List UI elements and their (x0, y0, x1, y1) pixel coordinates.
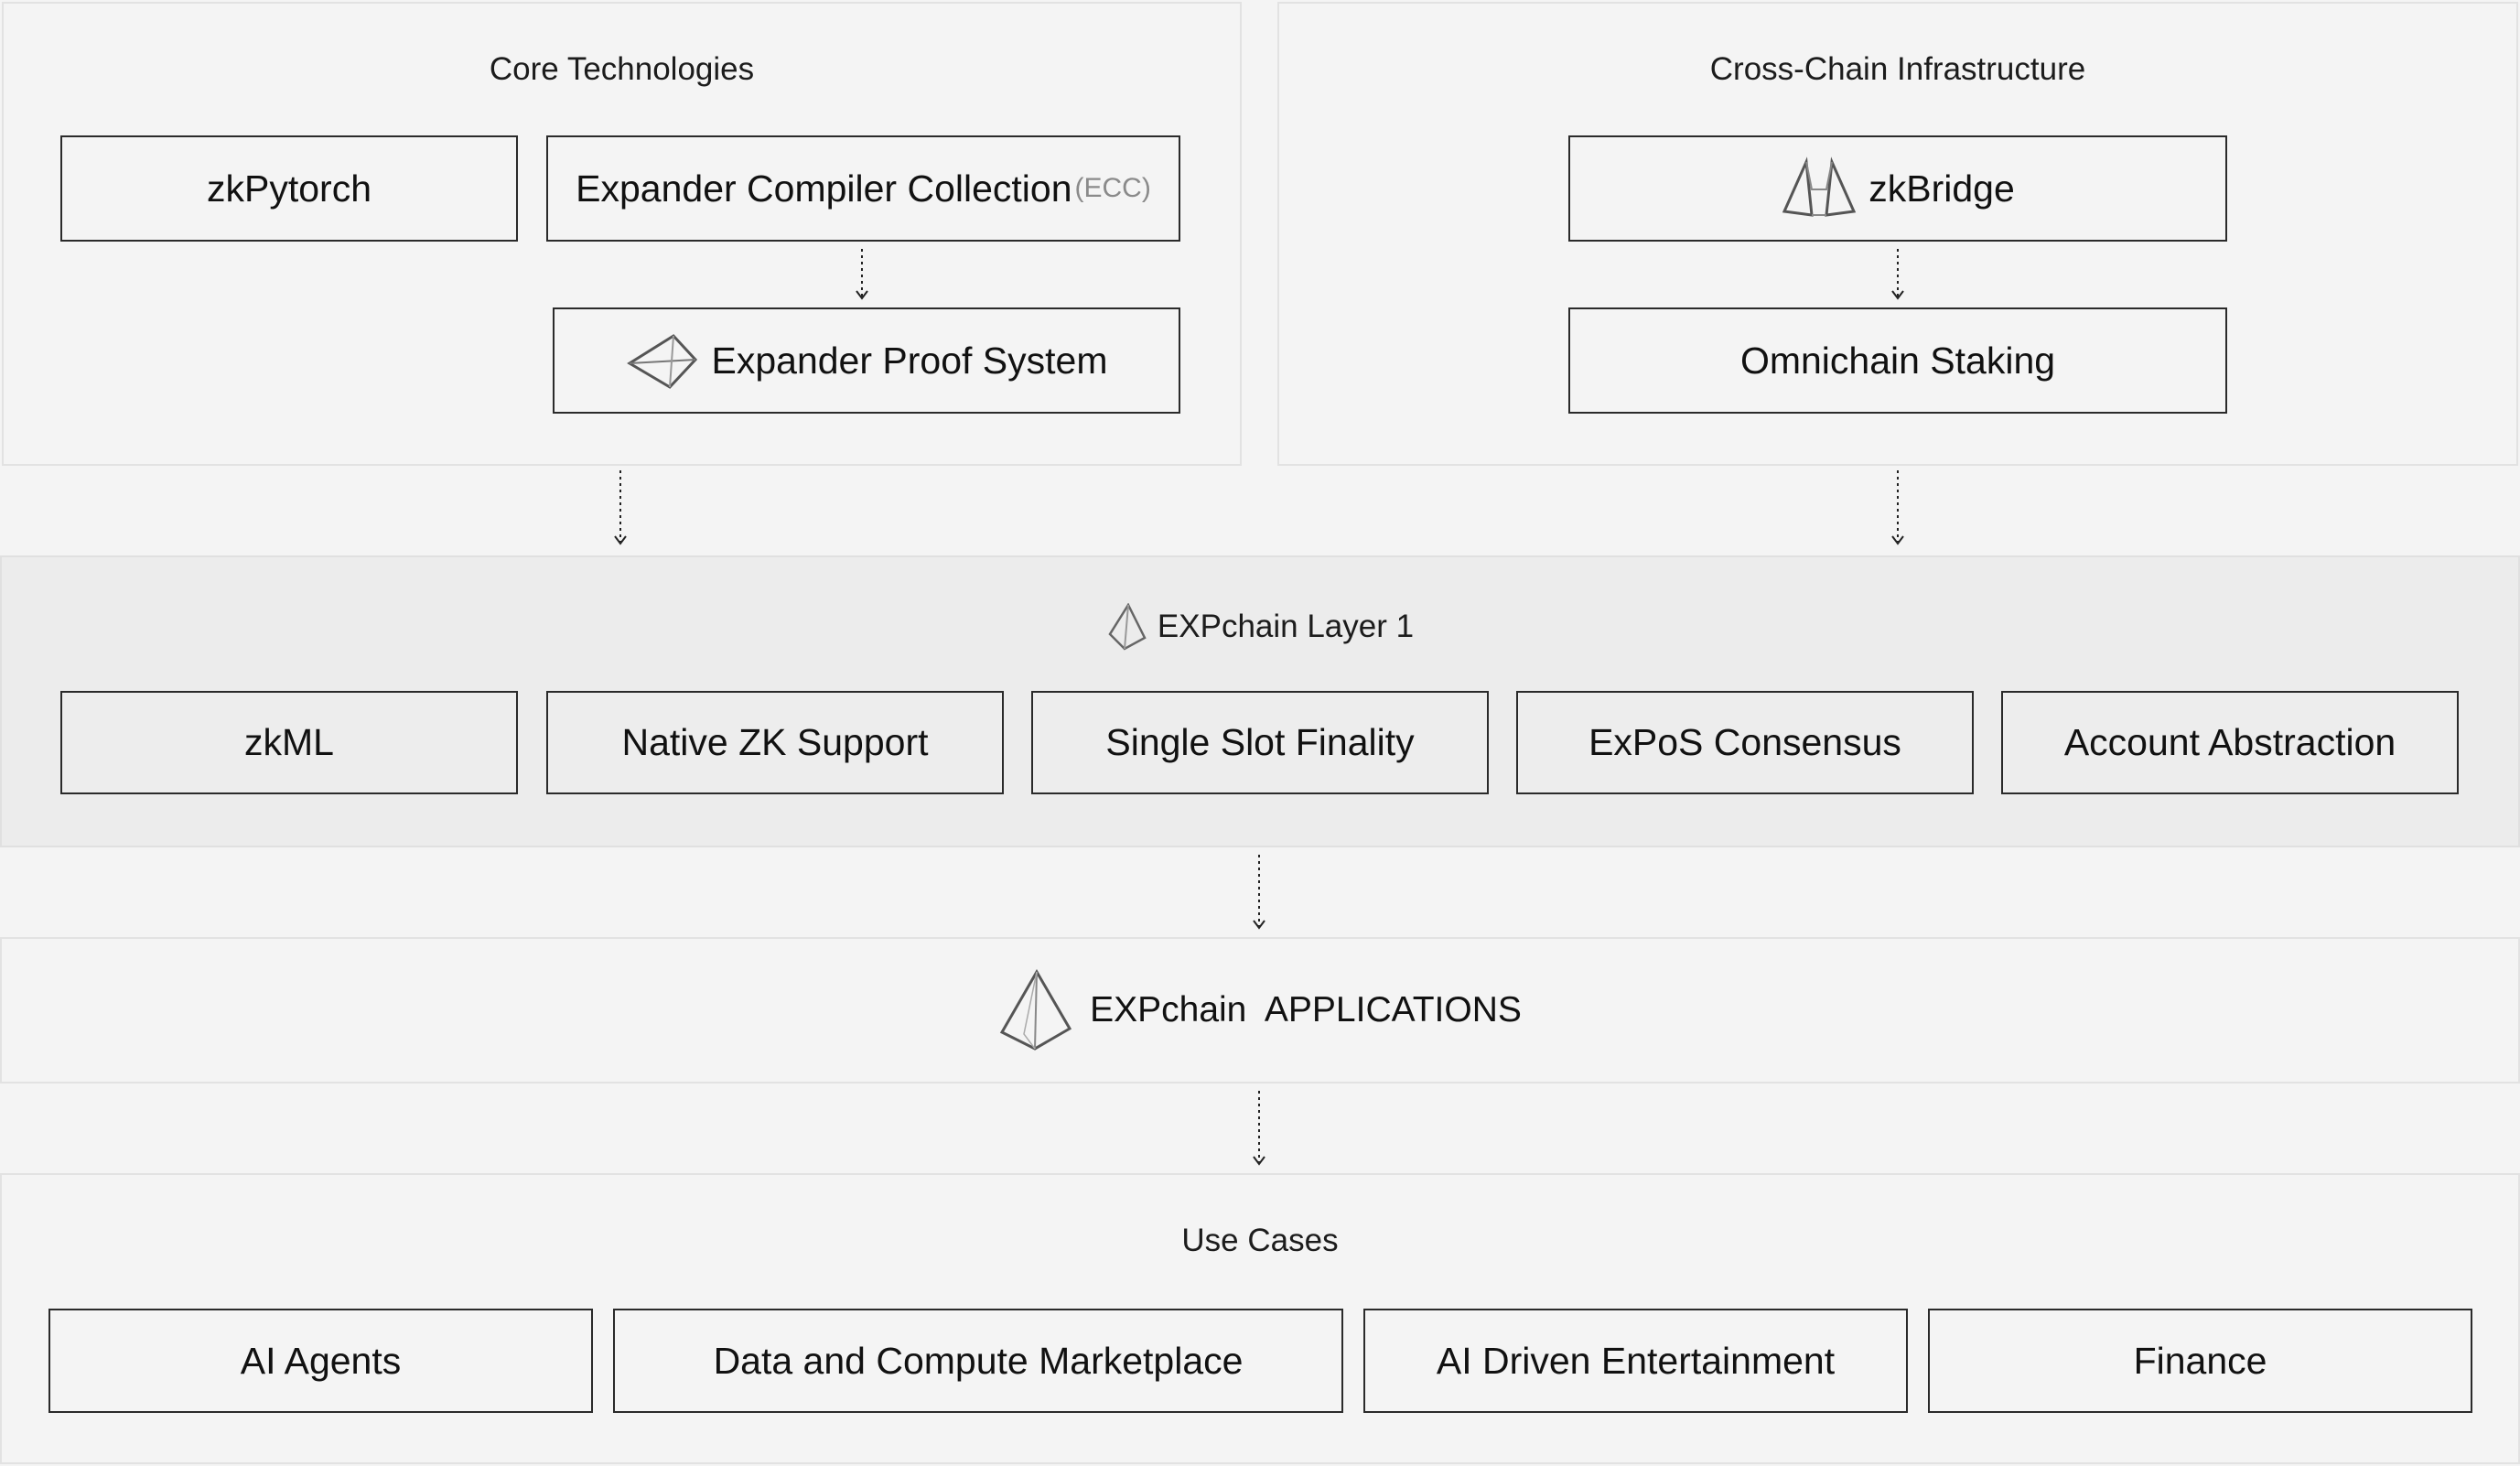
layer1-item-native-zk-support: Native ZK Support (546, 691, 1004, 794)
zkbridge-label: zkBridge (1868, 167, 2015, 210)
cross-chain-title: Cross-Chain Infrastructure (1709, 51, 2086, 87)
use-case-ai-driven-entertainment: AI Driven Entertainment (1363, 1309, 1908, 1413)
use-case-label: AI Agents (240, 1339, 402, 1382)
layer1-item-label: zkML (244, 721, 334, 763)
layer1-item-label: Account Abstraction (2063, 721, 2396, 763)
use-case-ai-agents: AI Agents (48, 1309, 593, 1413)
layer1-item-expos-consensus: ExPoS Consensus (1516, 691, 1974, 794)
omnichain-staking-label: Omnichain Staking (1739, 339, 2056, 382)
arrow-layer1-to-applications (1250, 855, 1268, 932)
use-case-label: Data and Compute Marketplace (713, 1339, 1244, 1382)
use-case-data-compute-marketplace: Data and Compute Marketplace (613, 1309, 1343, 1413)
expander-proof-system-box: Expander Proof System (553, 307, 1180, 414)
applications-panel: EXPchain APPLICATIONS (0, 937, 2520, 1083)
expchain-prism-icon (1106, 603, 1148, 651)
layer1-item-zkml: zkML (60, 691, 518, 794)
arrow-crosschain-to-layer1 (1889, 470, 1907, 547)
core-technologies-title: Core Technologies (489, 51, 755, 87)
use-case-label: Finance (2133, 1339, 2267, 1382)
layer1-title-row: EXPchain Layer 1 (2, 603, 2518, 651)
zkpytorch-label: zkPytorch (207, 167, 372, 210)
use-cases-title: Use Cases (1181, 1223, 1339, 1258)
expander-proof-system-label: Expander Proof System (711, 339, 1108, 382)
zkbridge-box: zkBridge (1568, 135, 2227, 242)
layer1-item-single-slot-finality: Single Slot Finality (1031, 691, 1489, 794)
omnichain-staking-box: Omnichain Staking (1568, 307, 2227, 414)
layer1-item-account-abstraction: Account Abstraction (2001, 691, 2459, 794)
use-case-label: AI Driven Entertainment (1436, 1339, 1836, 1382)
zkpytorch-box: zkPytorch (60, 135, 518, 242)
arrow-applications-to-use-cases (1250, 1091, 1268, 1168)
expchain-pyramid-icon (998, 968, 1073, 1052)
ecc-abbreviation: (ECC) (1074, 173, 1151, 203)
layer1-item-label: ExPoS Consensus (1588, 721, 1901, 763)
arrow-ecc-to-proof (853, 249, 871, 302)
arrow-zkbridge-to-staking (1889, 249, 1907, 302)
layer1-item-label: Native ZK Support (621, 721, 929, 763)
arrow-core-to-layer1 (611, 470, 630, 547)
ecc-box: Expander Compiler Collection(ECC) (546, 135, 1180, 242)
use-case-finance: Finance (1928, 1309, 2472, 1413)
ecc-label: Expander Compiler Collection (576, 167, 1072, 210)
bridge-prism-icon (1781, 156, 1858, 221)
prism-icon (626, 329, 699, 393)
applications-title: EXPchain APPLICATIONS (1090, 990, 1522, 1029)
layer1-item-label: Single Slot Finality (1105, 721, 1415, 763)
layer1-title: EXPchain Layer 1 (1157, 609, 1415, 644)
